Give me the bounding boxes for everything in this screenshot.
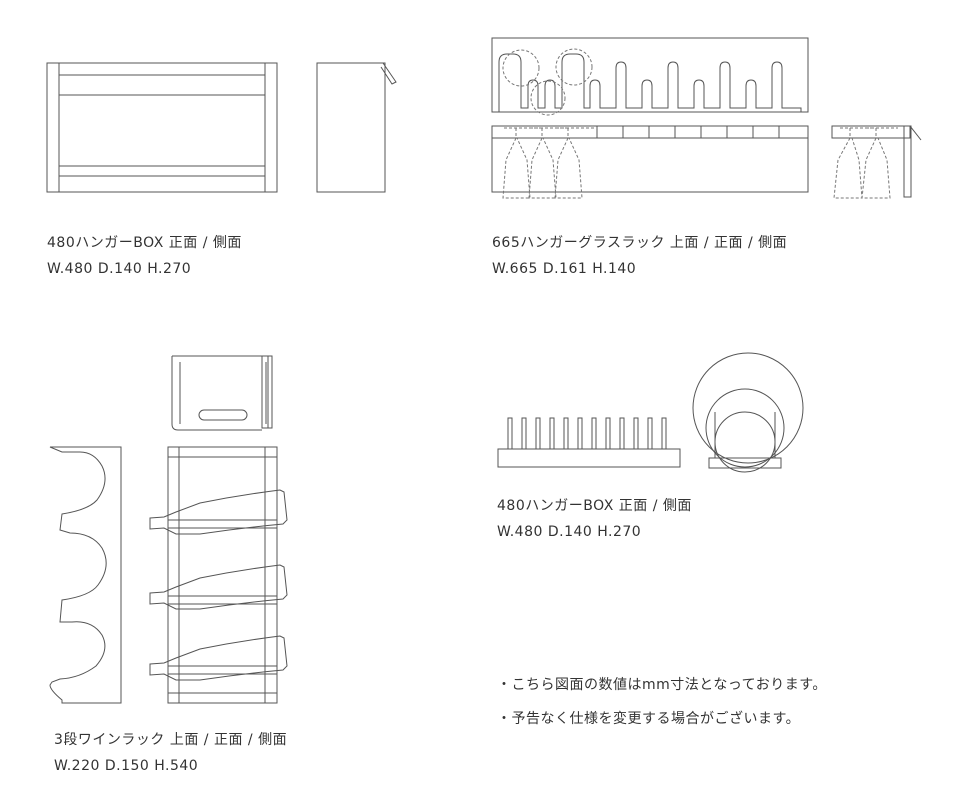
product-title: 3段ワインラック 上面 / 正面 / 側面	[54, 732, 288, 748]
glass-rack-front-view	[491, 125, 809, 199]
product-dimensions: W.665 D.161 H.140	[492, 261, 637, 277]
hanger-box-side-view	[316, 62, 397, 193]
plate-stand-front-view	[497, 417, 681, 468]
caption-glass-rack: 665ハンガーグラスラック 上面 / 正面 / 側面 W.665 D.161 H…	[492, 230, 787, 282]
product-title: 480ハンガーBOX 正面 / 側面	[497, 498, 692, 514]
wine-rack-top-view	[171, 355, 273, 431]
glass-rack-side-view	[831, 125, 922, 199]
wine-rack-side-view	[49, 446, 122, 704]
wine-rack-front-view	[149, 446, 288, 704]
hanger-box-front-view	[46, 62, 278, 193]
product-dimensions: W.220 D.150 H.540	[54, 758, 199, 774]
note-item: ・こちら図面の数値はmm寸法となっております。	[497, 677, 827, 693]
plate-stand-side-view	[692, 352, 804, 473]
notes-list: ・こちら図面の数値はmm寸法となっております。 ・予告なく仕様を変更する場合がご…	[497, 668, 827, 736]
caption-hanger-box: 480ハンガーBOX 正面 / 側面 W.480 D.140 H.270	[47, 230, 242, 282]
note-item: ・予告なく仕様を変更する場合がございます。	[497, 711, 801, 727]
caption-plate-stand: 480ハンガーBOX 正面 / 側面 W.480 D.140 H.270	[497, 493, 692, 545]
product-title: 480ハンガーBOX 正面 / 側面	[47, 235, 242, 251]
product-title: 665ハンガーグラスラック 上面 / 正面 / 側面	[492, 235, 788, 251]
glass-rack-top-view	[491, 37, 809, 116]
caption-wine-rack: 3段ワインラック 上面 / 正面 / 側面 W.220 D.150 H.540	[54, 727, 287, 779]
product-dimensions: W.480 D.140 H.270	[497, 524, 642, 540]
product-dimensions: W.480 D.140 H.270	[47, 261, 192, 277]
